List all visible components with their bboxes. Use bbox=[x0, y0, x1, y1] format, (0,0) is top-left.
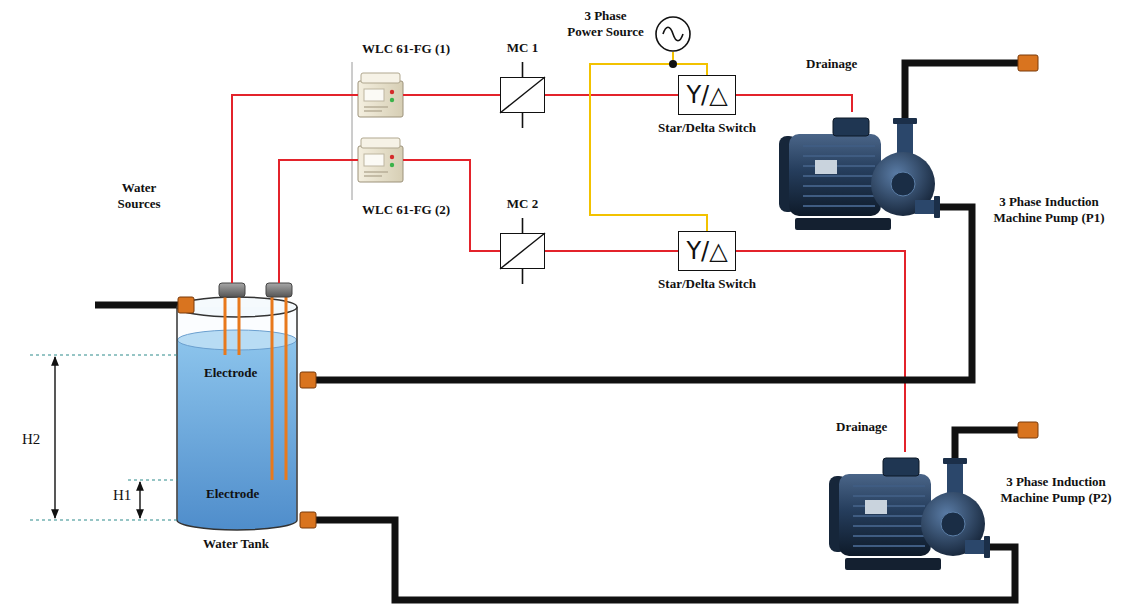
wire bbox=[545, 250, 678, 252]
pump-label: 3 Phase Induction Machine Pump (P2) bbox=[992, 474, 1120, 505]
contactor-label: MC 2 bbox=[507, 196, 538, 212]
water-pipe bbox=[300, 207, 972, 380]
relay-illustration bbox=[358, 73, 403, 117]
wire bbox=[673, 52, 707, 75]
sine-wave bbox=[663, 27, 683, 41]
electrode-label: Electrode bbox=[204, 365, 257, 381]
star-delta-switch: Y/△Star/Delta Switch bbox=[678, 75, 736, 115]
electrode-rod bbox=[272, 297, 286, 480]
switch-label: Star/Delta Switch bbox=[658, 120, 756, 136]
junction-dot bbox=[669, 60, 677, 68]
contactor-symbol bbox=[500, 62, 545, 128]
star-delta-symbol: Y/△ bbox=[686, 239, 727, 263]
connector-group bbox=[232, 52, 1015, 600]
switch-label: Star/Delta Switch bbox=[658, 276, 756, 292]
contactor-diagonal bbox=[500, 233, 545, 269]
pump: 3 Phase Induction Machine Pump (P2) bbox=[825, 452, 990, 577]
contactor-fill bbox=[500, 233, 545, 269]
drainage-pipe bbox=[955, 430, 1020, 458]
wire bbox=[736, 251, 905, 452]
contactor-label: MC 1 bbox=[507, 40, 538, 56]
dimension-arrow bbox=[139, 482, 140, 518]
contactor-fill bbox=[500, 77, 545, 113]
power-source: 3 Phase Power Source bbox=[655, 16, 691, 52]
dimension-arrow bbox=[54, 357, 55, 518]
contactor-diagonal bbox=[500, 77, 545, 113]
water-source-label: Water Sources bbox=[106, 180, 172, 211]
pipe-cap bbox=[1018, 422, 1038, 438]
electrode-cap bbox=[219, 283, 245, 297]
contactor: MC 2 bbox=[500, 233, 545, 269]
pipe-coupler bbox=[300, 512, 316, 528]
drainage-pipe bbox=[905, 63, 1020, 118]
wire bbox=[232, 95, 358, 283]
dimension-guide bbox=[30, 355, 177, 520]
source-symbol bbox=[655, 16, 691, 52]
wire bbox=[736, 95, 852, 112]
water-source-pipe bbox=[95, 302, 180, 309]
wire bbox=[545, 94, 678, 96]
tank-label: Water Tank bbox=[203, 536, 269, 552]
star-delta-switch: Y/△Star/Delta Switch bbox=[678, 231, 736, 271]
electrode-label: Electrode bbox=[206, 486, 259, 502]
pump-illustration bbox=[829, 458, 990, 570]
tank-illustration bbox=[177, 283, 297, 530]
pump-illustration bbox=[779, 118, 940, 230]
dimension bbox=[30, 355, 177, 520]
controller-bracket bbox=[352, 62, 353, 200]
star-delta-symbol: Y/△ bbox=[686, 83, 727, 107]
pump-label: 3 Phase Induction Machine Pump (P1) bbox=[984, 194, 1114, 225]
water-surface bbox=[178, 330, 297, 350]
electrode-rod bbox=[225, 297, 239, 355]
water-pipe bbox=[300, 520, 1015, 600]
tank-wall bbox=[177, 307, 297, 520]
source-circle bbox=[656, 17, 690, 51]
contactor-symbol bbox=[500, 218, 545, 284]
pipe-cap bbox=[1018, 55, 1038, 71]
dimension-label: H2 bbox=[22, 430, 40, 448]
pipe-coupler bbox=[178, 297, 194, 313]
wire bbox=[403, 94, 500, 96]
pipe-coupler bbox=[300, 372, 316, 388]
wire bbox=[279, 160, 358, 283]
level-controller: WLC 61-FG (1) bbox=[358, 73, 403, 117]
contactor: MC 1 bbox=[500, 77, 545, 113]
pump: 3 Phase Induction Machine Pump (P1) bbox=[775, 112, 940, 237]
level-controller: WLC 61-FG (2) bbox=[358, 138, 403, 182]
controller-label: WLC 61-FG (1) bbox=[362, 41, 450, 57]
tank-bottom bbox=[177, 520, 297, 530]
controller-label: WLC 61-FG (2) bbox=[362, 202, 450, 218]
source-label: 3 Phase Power Source bbox=[566, 8, 645, 39]
tank-rim bbox=[177, 297, 297, 317]
drainage-label: Drainage bbox=[836, 419, 887, 435]
tank-water bbox=[178, 340, 297, 530]
electrode-cap bbox=[266, 283, 292, 297]
drainage-label: Drainage bbox=[806, 56, 857, 72]
dimension-label: H1 bbox=[113, 486, 131, 504]
relay-illustration bbox=[358, 138, 403, 182]
